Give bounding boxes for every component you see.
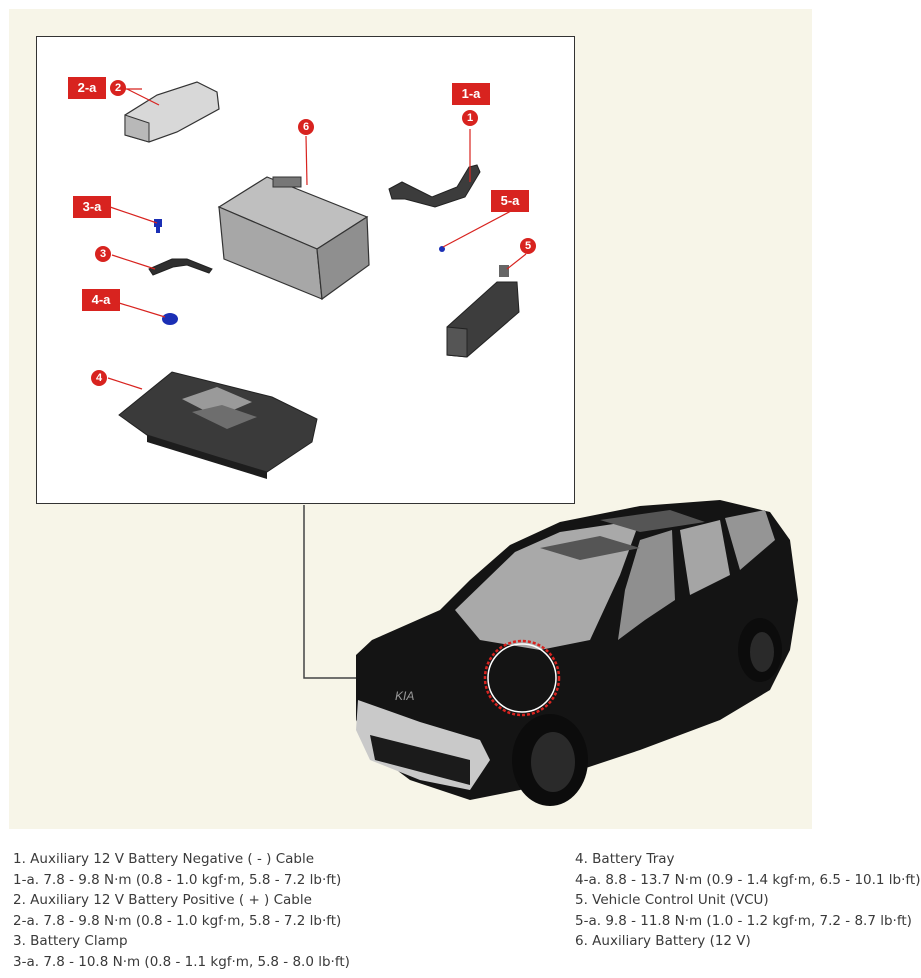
callout-tag-5a: 5-a bbox=[491, 190, 529, 212]
legend-left-column: 1. Auxiliary 12 V Battery Negative ( - )… bbox=[13, 849, 350, 973]
callout-number-1: 1 bbox=[462, 110, 478, 126]
auxiliary-battery bbox=[217, 176, 370, 301]
callout-tag-4a: 4-a bbox=[82, 289, 120, 311]
legend-item: 4. Battery Tray bbox=[575, 851, 675, 867]
vehicle-control-unit bbox=[446, 265, 520, 358]
vcu-bolt bbox=[439, 246, 445, 252]
legend-item: 4-a. 8.8 - 13.7 N·m (0.9 - 1.4 kgf·m, 6.… bbox=[575, 871, 921, 888]
legend-right-column: 4. Battery Tray 4-a. 8.8 - 13.7 N·m (0.9… bbox=[575, 849, 921, 952]
svg-text:KIA: KIA bbox=[395, 689, 414, 703]
legend-item: 5. Vehicle Control Unit (VCU) bbox=[575, 892, 769, 909]
battery-tray bbox=[118, 371, 318, 479]
tray-bolt bbox=[162, 313, 178, 325]
callout-leaders bbox=[107, 88, 527, 390]
callout-number-2: 2 bbox=[110, 80, 126, 96]
callout-tag-3a: 3-a bbox=[73, 196, 111, 218]
exploded-parts-diagram bbox=[107, 81, 527, 479]
legend-item: 1-a. 7.8 - 9.8 N·m (0.8 - 1.0 kgf·m, 5.8… bbox=[13, 871, 342, 888]
legend-item: 2-a. 7.8 - 9.8 N·m (0.8 - 1.0 kgf·m, 5.8… bbox=[13, 912, 342, 929]
location-highlight-circle bbox=[483, 639, 561, 717]
callout-number-6: 6 bbox=[298, 119, 314, 135]
callout-tag-1a: 1-a bbox=[452, 83, 490, 105]
car-body: KIA bbox=[356, 500, 798, 806]
legend-item: 3. Battery Clamp bbox=[13, 933, 128, 950]
legend-item: 5-a. 9.8 - 11.8 N·m (1.0 - 1.2 kgf·m, 7.… bbox=[575, 912, 912, 929]
legend-item: 1. Auxiliary 12 V Battery Negative ( - )… bbox=[13, 851, 315, 867]
callout-number-3: 3 bbox=[95, 246, 111, 262]
leader-line bbox=[303, 505, 368, 679]
positive-cable-cover bbox=[124, 81, 220, 143]
callout-tag-2a: 2-a bbox=[68, 77, 106, 99]
parts-inset: 2-a 2 1-a 1 6 3-a 5-a 5 3 4-a 4 bbox=[36, 36, 575, 504]
legend-item: 3-a. 7.8 - 10.8 N·m (0.8 - 1.1 kgf·m, 5.… bbox=[13, 953, 350, 970]
callout-number-4: 4 bbox=[91, 370, 107, 386]
legend-item: 6. Auxiliary Battery (12 V) bbox=[575, 933, 751, 950]
callout-number-5: 5 bbox=[520, 238, 536, 254]
legend-item: 2. Auxiliary 12 V Battery Positive ( + )… bbox=[13, 892, 312, 909]
clamp-bolt bbox=[154, 219, 162, 233]
